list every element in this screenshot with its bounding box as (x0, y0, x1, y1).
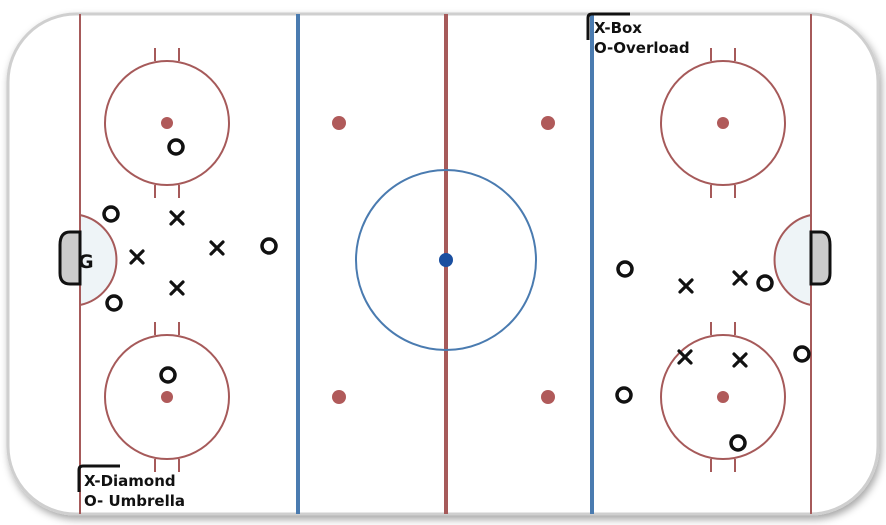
defender-x-marker (169, 210, 185, 226)
defender-x-marker (209, 240, 225, 256)
end-zone-faceoff-top-right (660, 48, 786, 198)
center-faceoff-circle (355, 169, 537, 351)
legend-right-line2: O-Overload (594, 39, 690, 57)
legend-right-bracket (586, 12, 630, 40)
neutral-dot-bottom-left (332, 390, 346, 404)
attacker-o-marker (105, 294, 123, 312)
faceoff-dot (717, 391, 729, 403)
faceoff-circles (104, 48, 786, 472)
defender-x-marker (732, 270, 748, 286)
goal-crease-left (79, 213, 118, 307)
defender-x-marker (129, 249, 145, 265)
defender-x-marker (732, 352, 748, 368)
goal-net-left (58, 230, 82, 286)
end-zone-faceoff-bottom-left (104, 322, 230, 472)
end-zone-faceoff-bottom-right (660, 322, 786, 472)
faceoff-dot (161, 391, 173, 403)
defender-x-marker (677, 349, 693, 365)
neutral-dot-top-left (332, 116, 346, 130)
attacker-o-marker (260, 237, 278, 255)
attacker-o-marker (167, 138, 185, 156)
center-faceoff-dot (439, 253, 453, 267)
goalie-label: G (78, 251, 94, 273)
defender-x-marker (169, 280, 185, 296)
end-zone-faceoff-top-left (104, 48, 230, 198)
attacker-o-marker (756, 274, 774, 292)
neutral-dot-top-right (541, 116, 555, 130)
goal-crease-right (773, 213, 812, 307)
legend-left-bracket (77, 464, 120, 492)
legend-left-line1: X-Diamond (84, 472, 176, 490)
legend-left-line2: O- Umbrella (84, 492, 185, 510)
goal-net-right (809, 230, 832, 286)
legend-right-line1: X-Box (594, 19, 642, 37)
defender-x-marker (678, 278, 694, 294)
faceoff-circle-ring (660, 334, 786, 460)
attacker-o-marker (159, 366, 177, 384)
players (102, 138, 811, 452)
attacker-o-marker (729, 434, 747, 452)
faceoff-circle-ring (104, 60, 230, 186)
attacker-o-marker (102, 205, 120, 223)
faceoff-dot (717, 117, 729, 129)
faceoff-dot (161, 117, 173, 129)
faceoff-circle-ring (660, 60, 786, 186)
attacker-o-marker (616, 260, 634, 278)
neutral-dot-bottom-right (541, 390, 555, 404)
faceoff-circle-ring (104, 334, 230, 460)
attacker-o-marker (793, 345, 811, 363)
attacker-o-marker (615, 386, 633, 404)
